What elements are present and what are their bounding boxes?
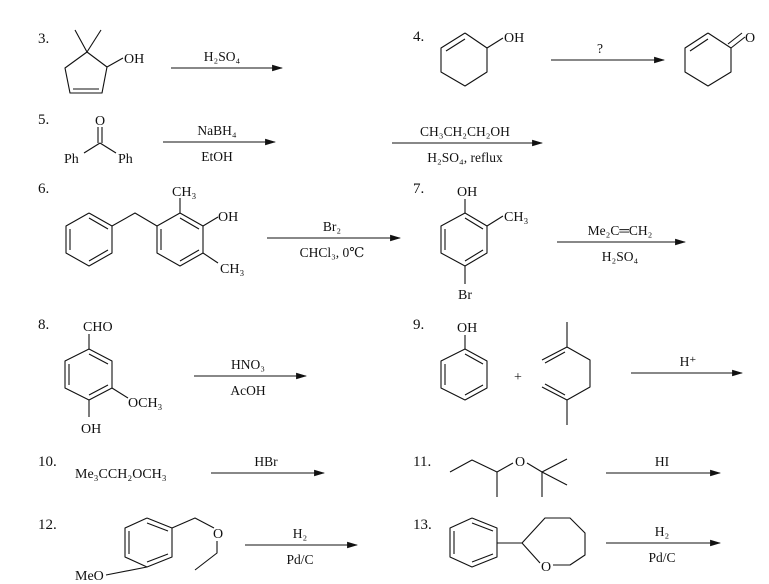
plus-sign: + (514, 370, 522, 385)
problem-11: 11. O HI (413, 454, 722, 497)
problem-6: 6. CH₃ OH CH₃ Br₂ CHCl₃, 0℃ (38, 181, 402, 277)
ether-oxygen-label: O (213, 527, 223, 542)
hydroxyl-label: OH (218, 210, 238, 225)
reagent-above: H₂ (655, 524, 669, 539)
problem-10: 10. Me₃CCH₂OCH₃ HBr (38, 454, 326, 482)
phenyl-label: Ph (64, 152, 79, 167)
problem-number: 13. (413, 517, 432, 533)
problem-7: 7. OH CH₃ Br Me₂C═CH₂ H₂SO₄ (413, 181, 687, 303)
methyl-label: CH₃ (172, 185, 196, 200)
problem-number: 12. (38, 517, 57, 533)
problem-5: 5. O Ph Ph NaBH₄ EtOH CH₃CH₂CH₂OH H₂SO₄,… (38, 112, 544, 167)
carbonyl-oxygen-label: O (745, 31, 755, 46)
reagent-below: AcOH (230, 383, 265, 398)
reagent-above: Me₂C═CH₂ (588, 223, 653, 238)
problem-number: 3. (38, 31, 49, 47)
reagent-above: NaBH₄ (197, 123, 236, 138)
problem-number: 5. (38, 112, 49, 128)
reagent-above: H₂ (293, 526, 307, 541)
methyl-label: CH₃ (220, 262, 244, 277)
ether-oxygen-label: O (515, 455, 525, 470)
methoxybenzyl-ethyl-ether-structure (105, 517, 218, 576)
cyclohexenol-structure (440, 32, 504, 87)
methyl-label: CH₃ (504, 210, 528, 225)
reagent-below: Pd/C (286, 552, 313, 567)
diene-structure (541, 322, 591, 425)
reagent-above: CH₃CH₂CH₂OH (420, 124, 510, 139)
sec-butyl-tert-butyl-ether-structure (449, 458, 568, 497)
problem-9: 9. OH + H⁺ (413, 317, 744, 425)
problem-number: 11. (413, 454, 431, 470)
phenol-structure (440, 335, 488, 401)
vanillin-structure (64, 334, 129, 417)
phenyl-label: Ph (118, 152, 133, 167)
problem-number: 4. (413, 29, 424, 45)
aldehyde-label: CHO (83, 320, 113, 335)
ring-oxygen-label: O (541, 560, 551, 575)
problem-4: 4. OH ? O (413, 29, 755, 87)
problem-number: 7. (413, 181, 424, 197)
problem-number: 10. (38, 454, 57, 470)
bromo-methylphenol-structure (440, 199, 504, 284)
problem-8: 8. CHO OCH₃ OH HNO₃ AcOH (38, 317, 308, 437)
unknown-reagent: ? (597, 41, 603, 56)
reagent-above: H₂SO₄ (204, 49, 241, 64)
reagent-above: H⁺ (680, 354, 697, 369)
ether-formula: Me₃CCH₂OCH₃ (75, 467, 167, 482)
problem-number: 6. (38, 181, 49, 197)
dimethylcyclopentenol-structure (64, 29, 124, 94)
carbonyl-oxygen-label: O (95, 114, 105, 129)
problem-number: 8. (38, 317, 49, 333)
reagent-below: Pd/C (648, 550, 675, 565)
hydroxyl-label: OH (457, 321, 477, 336)
benzyl-dimethylphenol-structure (65, 198, 219, 267)
reagent-below: H₂SO₄, reflux (427, 150, 503, 165)
problem-number: 9. (413, 317, 424, 333)
hydroxyl-label: OH (81, 422, 101, 437)
reagent-below: CHCl₃, 0℃ (300, 245, 365, 260)
hydroxyl-label: OH (124, 52, 144, 67)
hydroxyl-label: OH (457, 185, 477, 200)
reagent-below: H₂SO₄ (602, 249, 639, 264)
problem-3: 3. OH H₂SO₄ (38, 29, 284, 94)
methoxy-label: OCH₃ (128, 396, 163, 411)
reagent-above: HBr (254, 454, 278, 469)
reagent-above: HNO₃ (231, 357, 265, 372)
phenyl-tetrahydropyran-structure (449, 517, 586, 568)
bromo-label: Br (458, 288, 472, 303)
methoxy-label: MeO (75, 569, 104, 584)
hydroxyl-label: OH (504, 31, 524, 46)
benzophenone-structure (83, 127, 117, 154)
problem-12: 12. O MeO H₂ Pd/C (38, 517, 359, 584)
reagent-above: HI (655, 454, 670, 469)
reagent-below: EtOH (201, 149, 233, 164)
cyclohexenone-structure (684, 32, 746, 87)
problem-13: 13. O H₂ Pd/C (413, 517, 722, 575)
reagent-above: Br₂ (323, 219, 341, 234)
